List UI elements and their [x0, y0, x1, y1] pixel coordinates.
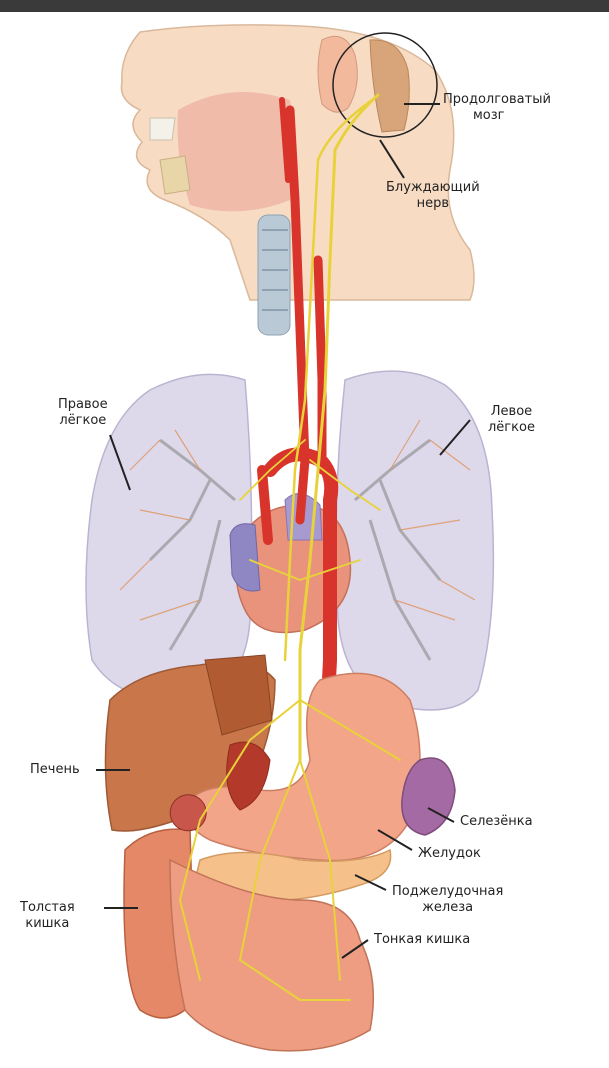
stomach-label: Желудок	[418, 846, 481, 862]
right-lung-label: Правое лёгкое	[58, 397, 108, 429]
vagus-nerve-label: Блуждающий нерв	[386, 180, 480, 212]
spleen-label: Селезёнка	[460, 814, 533, 830]
small-intestine-label: Тонкая кишка	[374, 932, 470, 948]
colon-label: Толстая кишка	[20, 900, 75, 932]
pancreas-label: Поджелудочная железа	[392, 884, 503, 916]
liver-label: Печень	[30, 762, 80, 778]
left-lung-label: Левое лёгкое	[488, 404, 535, 436]
medulla-label: Продолговатый мозг	[443, 92, 551, 124]
